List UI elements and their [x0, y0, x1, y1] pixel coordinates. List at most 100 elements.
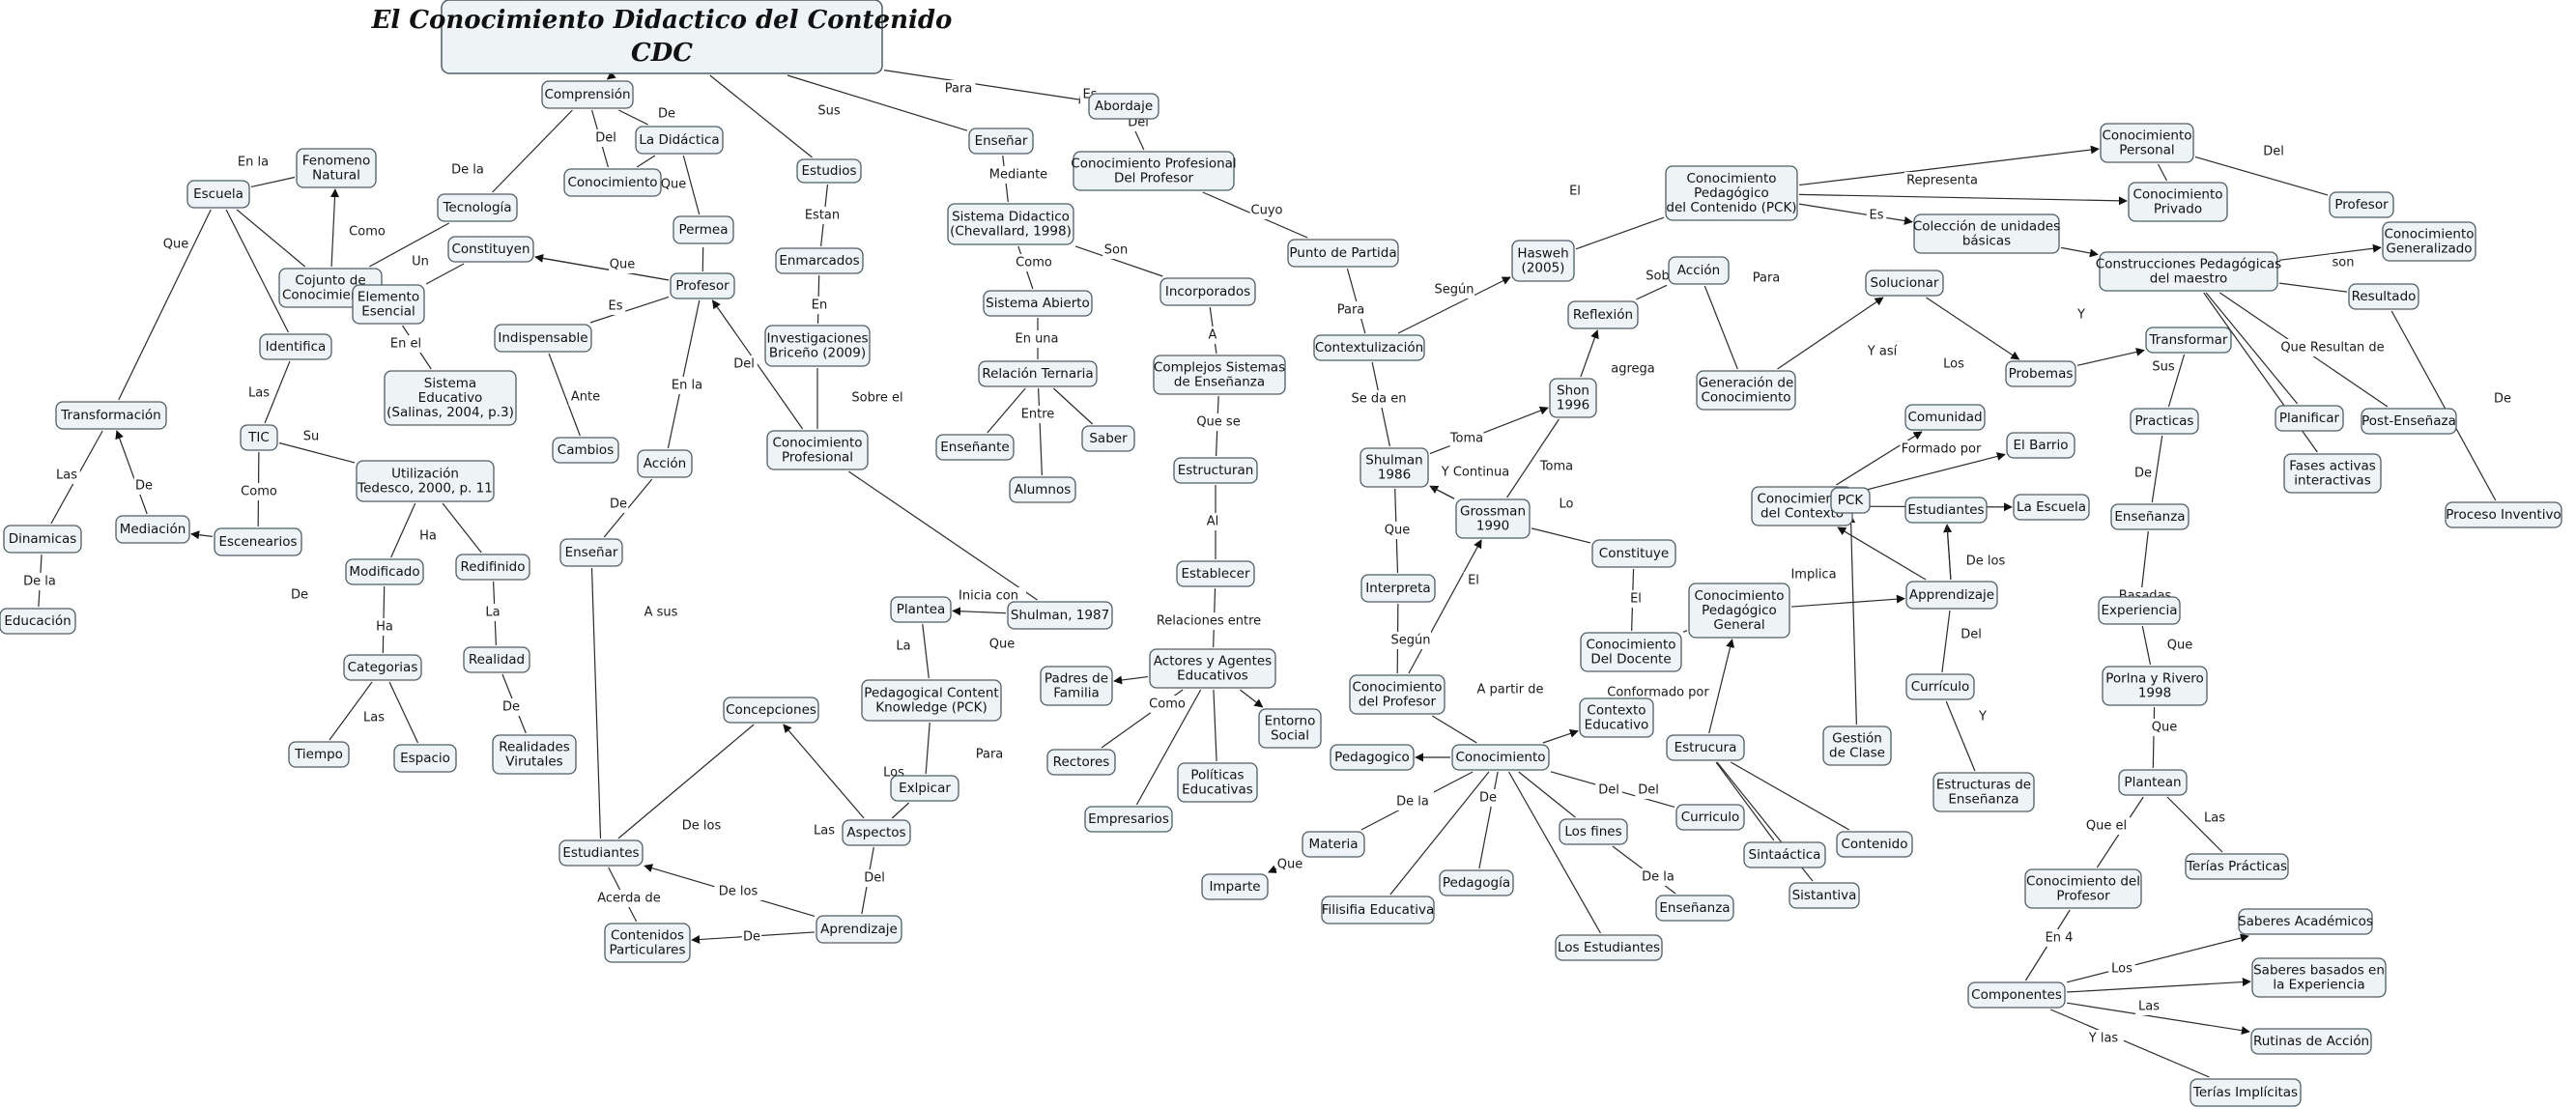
concept-node-hasweh[interactable]: Hasweh(2005): [1511, 240, 1575, 282]
concept-node-estructuran[interactable]: Estructuran: [1173, 457, 1258, 484]
concept-node-shulman87[interactable]: Shulman, 1987: [1007, 601, 1113, 630]
concept-node-constituyen[interactable]: Constituyen: [447, 236, 534, 263]
concept-node-contextualizacion[interactable]: Contextulización: [1313, 334, 1425, 361]
concept-node-educacion[interactable]: Educación: [0, 608, 76, 635]
concept-node-saber[interactable]: Saber: [1081, 425, 1135, 452]
concept-node-profesor-b[interactable]: Profesor: [2329, 191, 2394, 218]
concept-node-comunidad[interactable]: Comunidad: [1904, 404, 1986, 431]
concept-node-solucionar[interactable]: Solucionar: [1865, 270, 1944, 297]
concept-node-redifinido[interactable]: Redifinido: [455, 554, 530, 581]
concept-node-categorias[interactable]: Categorias: [343, 654, 422, 681]
concept-node-sistema-did[interactable]: Sistema Didactico(Chevallard, 1998): [947, 203, 1074, 245]
concept-node-el-barrio[interactable]: El Barrio: [2006, 432, 2075, 459]
concept-node-ensenar-b[interactable]: Enseñar: [968, 128, 1034, 155]
concept-node-appre[interactable]: Apprendizaje: [1905, 581, 1998, 610]
concept-node-concepciones[interactable]: Concepciones: [723, 697, 819, 724]
concept-node-ensenanza-a[interactable]: Enseñanza: [1655, 895, 1734, 922]
concept-node-los-estudiantes[interactable]: Los Estudiantes: [1555, 934, 1663, 961]
concept-node-pedagogia[interactable]: Pedagogía: [1439, 869, 1514, 896]
concept-node-contenido[interactable]: Contenido: [1836, 831, 1913, 858]
concept-node-estudiantes-b[interactable]: Estudiantes: [1904, 497, 1988, 524]
concept-node-rectores[interactable]: Rectores: [1046, 749, 1116, 776]
concept-node-sistantiva[interactable]: Sistantiva: [1789, 882, 1860, 909]
concept-node-filisifia[interactable]: Filisifia Educativa: [1321, 896, 1435, 924]
concept-node-alumnos[interactable]: Alumnos: [1009, 476, 1076, 503]
concept-node-explicar[interactable]: Exlpicar: [890, 775, 959, 802]
concept-node-tecnologia[interactable]: Tecnología: [437, 193, 518, 222]
concept-node-permea[interactable]: Permea: [673, 215, 734, 244]
concept-node-estudiantes-a[interactable]: Estudiantes: [558, 839, 644, 867]
concept-node-tic[interactable]: TIC: [240, 424, 278, 451]
concept-node-conocimiento-b[interactable]: Conocimiento: [1451, 744, 1550, 771]
concept-node-post[interactable]: Post-Enseñaza: [2361, 408, 2457, 435]
concept-node-cambios[interactable]: Cambios: [552, 437, 619, 464]
concept-node-identifica[interactable]: Identifica: [259, 333, 332, 360]
concept-node-enmarcados[interactable]: Enmarcados: [775, 247, 864, 274]
concept-node-ensenar-a[interactable]: Enseñar: [559, 538, 623, 567]
concept-node-indispensable[interactable]: Indispensable: [494, 324, 592, 353]
concept-node-terias-practicas[interactable]: Terías Prácticas: [2185, 853, 2289, 880]
concept-node-comprension[interactable]: Comprensión: [541, 80, 634, 109]
concept-node-ensenanza-b[interactable]: Enseñanza: [2110, 503, 2190, 530]
concept-node-proceso[interactable]: Proceso Inventivo: [2445, 501, 2562, 528]
map-title[interactable]: El Conocimiento Didactico del ContenidoC…: [371, 0, 953, 74]
concept-node-pedagogico[interactable]: Pedagogico: [1330, 744, 1415, 771]
concept-node-imparte[interactable]: Imparte: [1201, 873, 1269, 900]
concept-node-sistema-abierto[interactable]: Sistema Abierto: [983, 290, 1093, 317]
concept-node-reflexion[interactable]: Reflexión: [1567, 300, 1639, 329]
concept-node-dinamicas[interactable]: Dinamicas: [3, 525, 82, 554]
concept-node-curriculo-a[interactable]: Curriculo: [1675, 804, 1745, 831]
concept-node-pck-small[interactable]: PCK: [1830, 487, 1871, 514]
concept-node-saberes-acad[interactable]: Saberes Académicos: [2238, 908, 2373, 935]
concept-node-modificado[interactable]: Modificado: [345, 558, 424, 585]
concept-node-aspectos[interactable]: Aspectos: [842, 819, 911, 846]
concept-node-escenearios[interactable]: Escenearios: [214, 527, 302, 556]
concept-node-resultado[interactable]: Resultado: [2348, 283, 2419, 310]
concept-node-accion-a[interactable]: Acción: [637, 449, 693, 478]
concept-node-espacio[interactable]: Espacio: [393, 744, 457, 773]
concept-node-transformar[interactable]: Transformar: [2145, 327, 2232, 354]
concept-node-estudios[interactable]: Estudios: [796, 158, 862, 184]
concept-node-componentes[interactable]: Componentes: [1967, 981, 2066, 1009]
concept-node-terias-implicitas[interactable]: Terías Implícitas: [2190, 1078, 2302, 1107]
concept-node-plantea-a[interactable]: Plantea: [890, 596, 952, 623]
concept-node-probemas[interactable]: Probemas: [2005, 360, 2076, 387]
concept-node-estrucura[interactable]: Estrucura: [1666, 734, 1745, 761]
concept-node-planificar[interactable]: Planificar: [2275, 405, 2344, 432]
concept-node-empresarios[interactable]: Empresarios: [1084, 806, 1173, 833]
concept-node-interpreta[interactable]: Interpreta: [1360, 574, 1436, 603]
concept-node-ensenante[interactable]: Enseñante: [935, 434, 1015, 461]
concept-node-escuela[interactable]: Escuela: [186, 180, 250, 209]
concept-node-incorporados[interactable]: Incorporados: [1159, 277, 1256, 306]
concept-node-curriculo-b[interactable]: Currículo: [1905, 673, 1975, 700]
concept-node-profesor-a[interactable]: Profesor: [670, 272, 735, 299]
